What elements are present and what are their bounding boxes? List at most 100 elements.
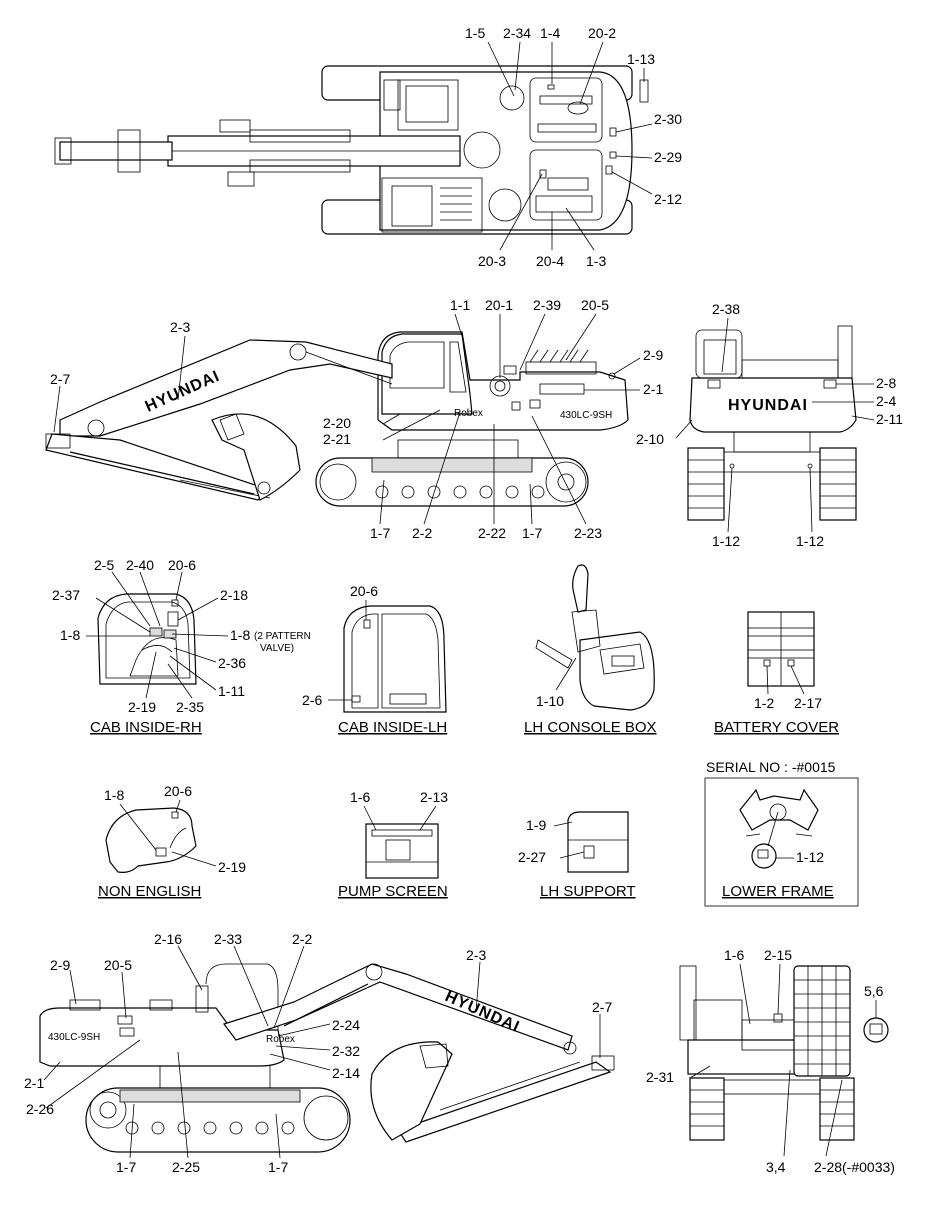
small-badge: Robex	[454, 408, 483, 419]
callout-label: 1-5	[465, 25, 485, 41]
callout-label: 2-37	[52, 587, 80, 603]
serial-note: SERIAL NO : -#0015	[706, 759, 836, 775]
lh-support: 1-9 2-27 LH SUPPORT	[518, 811, 636, 900]
caption-cab-inside-lh: CAB INSIDE-LH	[338, 719, 447, 736]
callout-label: 1-7	[116, 1159, 136, 1175]
caption-lower-frame: LOWER FRAME	[722, 883, 834, 900]
callout-label: 2-26	[26, 1101, 54, 1117]
lh-console-box: 1-10 LH CONSOLE BOX	[524, 564, 657, 736]
callout-label: 1-13	[627, 51, 655, 67]
callout-label: 2-24	[332, 1017, 360, 1033]
caption-lh-support: LH SUPPORT	[540, 883, 636, 900]
callout-label: 2-17	[794, 695, 822, 711]
callout-label: 2-11	[876, 411, 903, 427]
callout-label: 2-36	[218, 655, 246, 671]
callout-label: 2-9	[643, 347, 663, 363]
callout-label: 2-32	[332, 1043, 360, 1059]
rear-brand-text: HYUNDAI	[728, 397, 808, 414]
callout-label: 1-3	[586, 253, 606, 269]
callout-label: 2-1	[24, 1075, 44, 1091]
callout-label: 1-6	[724, 947, 744, 963]
callout-label: 2-18	[220, 587, 248, 603]
callout-label: 2-33	[214, 931, 242, 947]
callout-label: 20-6	[164, 783, 192, 799]
callout-label: 1-10	[536, 693, 564, 709]
non-english: 1-8 20-6 2-19 NON ENGLISH	[98, 783, 246, 900]
front-view: 1-6 2-15 5,6 2-31 3,4 2-28(-#0033)	[646, 947, 895, 1175]
callout-label: 3,4	[766, 1159, 786, 1175]
callout-label: 20-2	[588, 25, 616, 41]
lower-frame: SERIAL NO : -#0015 1-12 LOWER FRAME	[704, 759, 859, 907]
callout-label: 1-12	[796, 533, 824, 549]
callout-label: 20-4	[536, 253, 564, 269]
cab-rh-note-line2: VALVE)	[260, 643, 294, 654]
callout-label: 1-7	[370, 525, 390, 541]
top-view: 1-5 2-34 1-4 20-2 1-13 2-30 2-29 2-12 20…	[54, 25, 682, 269]
callout-label: 2-12	[654, 191, 682, 207]
callout-label: 1-9	[526, 817, 546, 833]
callout-label: 2-6	[302, 692, 322, 708]
callout-label: 2-28(-#0033)	[814, 1159, 895, 1175]
caption-lh-console-box: LH CONSOLE BOX	[524, 719, 657, 736]
callout-label: 2-16	[154, 931, 182, 947]
boom-brand-text: HYUNDAI	[442, 988, 522, 1036]
callout-label: 2-14	[332, 1065, 360, 1081]
model-badge: 430LC-9SH	[48, 1032, 100, 1043]
callout-label: 20-3	[478, 253, 506, 269]
callout-label: 2-35	[176, 699, 204, 715]
callout-label: 1-2	[754, 695, 774, 711]
callout-label: 1-7	[268, 1159, 288, 1175]
callout-label: 20-6	[168, 557, 196, 573]
callout-label: 2-20	[323, 415, 351, 431]
callout-label: 2-7	[50, 371, 70, 387]
callout-label: 20-6	[350, 583, 378, 599]
callout-label: 2-34	[503, 25, 531, 41]
callout-label: 2-30	[654, 111, 682, 127]
callout-label: 1-1	[450, 297, 470, 313]
caption-non-english: NON ENGLISH	[98, 883, 201, 900]
callout-label: 2-2	[292, 931, 312, 947]
pump-screen: 1-6 2-13 PUMP SCREEN	[338, 789, 448, 900]
callout-label: 2-19	[128, 699, 156, 715]
callout-label: 1-12	[712, 533, 740, 549]
side-view-left: HYUNDAI 430LC-9SH Robex 1-1 20-1 2-39 20…	[45, 297, 663, 541]
callout-label: 2-1	[643, 381, 663, 397]
small-badge: Robex	[266, 1034, 295, 1045]
callout-label: 1-8	[60, 627, 80, 643]
callout-label: 2-3	[170, 319, 190, 335]
cab-inside-rh: 2-5 2-40 20-6 2-37 2-18 1-8 1-8 (2 PATTE…	[52, 557, 311, 736]
callout-label: 2-22	[478, 525, 506, 541]
callout-label: 1-6	[350, 789, 370, 805]
callout-label: 2-19	[218, 859, 246, 875]
callout-label: 20-5	[581, 297, 609, 313]
callout-label: 2-40	[126, 557, 154, 573]
caption-battery-cover: BATTERY COVER	[714, 719, 839, 736]
battery-cover: 1-2 2-17 BATTERY COVER	[714, 611, 839, 736]
callout-label: 5,6	[864, 983, 884, 999]
callout-label: 2-5	[94, 557, 114, 573]
callout-label: 1-11	[218, 683, 245, 699]
cab-rh-note-line1: (2 PATTERN	[254, 631, 311, 642]
callout-label: 20-5	[104, 957, 132, 973]
callout-label: 2-10	[636, 431, 664, 447]
callout-label: 2-29	[654, 149, 682, 165]
rear-view: HYUNDAI 2-38 2-8 2-4 2-11 2-10 1-12 1-12	[636, 301, 903, 549]
callout-label: 2-15	[764, 947, 792, 963]
callout-label: 2-13	[420, 789, 448, 805]
callout-label: 1-4	[540, 25, 560, 41]
callout-label: 2-8	[876, 375, 896, 391]
callout-label: 2-9	[50, 957, 70, 973]
callout-label: 2-23	[574, 525, 602, 541]
callout-label: 1-8	[230, 627, 250, 643]
callout-label: 20-1	[485, 297, 513, 313]
callout-label: 2-4	[876, 393, 896, 409]
callout-label: 2-27	[518, 849, 546, 865]
side-view-right: 430LC-9SH Robex HYUNDAI 2-16 2-33 2-2	[24, 931, 615, 1175]
callout-label: 2-21	[323, 431, 351, 447]
cab-inside-lh: 20-6 2-6 CAB INSIDE-LH	[302, 583, 447, 736]
callout-label: 2-3	[466, 947, 486, 963]
caption-cab-inside-rh: CAB INSIDE-RH	[90, 719, 202, 736]
callout-label: 2-2	[412, 525, 432, 541]
callout-label: 1-7	[522, 525, 542, 541]
